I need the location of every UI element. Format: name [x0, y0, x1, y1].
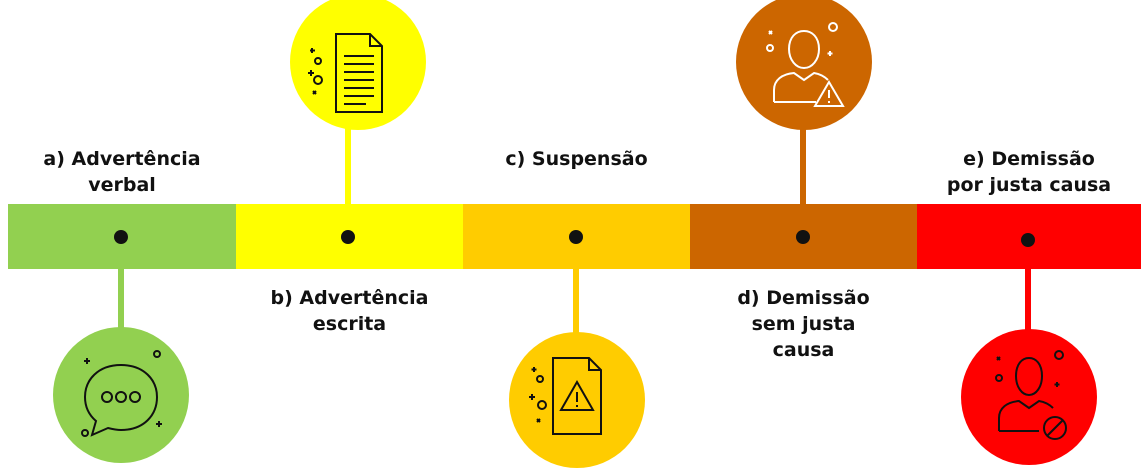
stage-c-marker [569, 230, 583, 244]
person-warning-icon [766, 22, 845, 107]
document-warning-icon [529, 357, 602, 435]
stage-a-label: a) Advertência verbal [43, 148, 201, 196]
stage-d-icon-circle [736, 0, 872, 130]
stage-e-connector [1025, 269, 1031, 359]
stage-b-connector [345, 126, 351, 204]
stage-c-label: c) Suspensão [505, 148, 648, 170]
stage-b-marker [341, 230, 355, 244]
stage-a-marker [114, 230, 128, 244]
stage-a-icon-circle [53, 327, 189, 463]
document-icon [308, 33, 383, 113]
chat-bubble-icon [81, 350, 162, 437]
stage-e-marker [1021, 233, 1035, 247]
stage-d-label: d) Demissão sem justa causa [737, 287, 870, 361]
stage-a-connector [118, 269, 124, 359]
stage-d-marker [796, 230, 810, 244]
stage-c-connector [573, 269, 579, 359]
stage-e-icon-circle [961, 329, 1097, 465]
stage-b-icon-circle [290, 0, 426, 130]
person-blocked-icon [995, 350, 1067, 440]
stage-d-connector [800, 126, 806, 204]
stage-c-icon-circle [509, 332, 645, 468]
stage-e-label: e) Demissão por justa causa [946, 148, 1112, 196]
stage-b-label: b) Advertência escrita [270, 287, 429, 335]
